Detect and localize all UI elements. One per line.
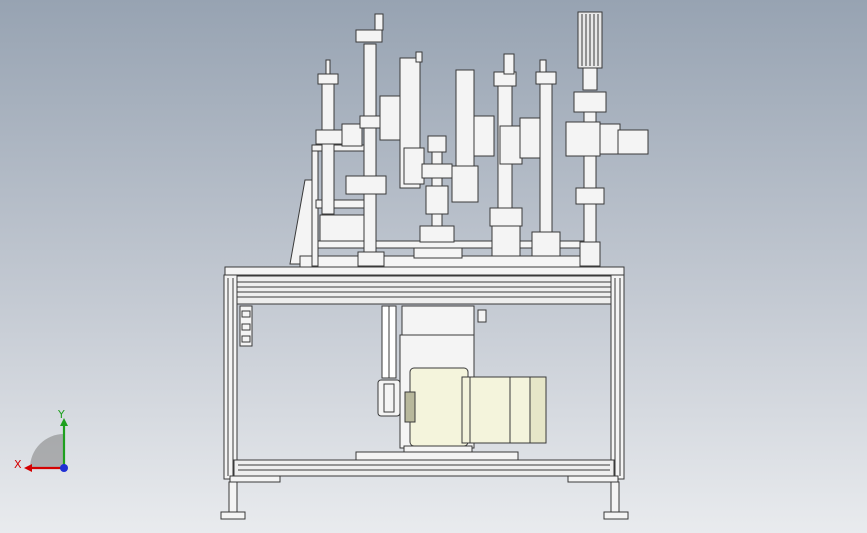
- xy-plane-indicator: [30, 434, 64, 468]
- x-axis-label: X: [14, 458, 22, 471]
- aluminum-frame[interactable]: [223, 266, 625, 483]
- table-top-stations[interactable]: [289, 11, 649, 268]
- drive-motor[interactable]: [355, 305, 547, 461]
- y-axis-label: Y: [57, 410, 65, 421]
- leveling-feet[interactable]: [220, 481, 629, 520]
- x-axis-head: [24, 464, 32, 472]
- y-axis-head: [60, 418, 68, 426]
- z-axis-dot: [60, 464, 68, 472]
- orientation-triad[interactable]: X Y: [12, 410, 82, 480]
